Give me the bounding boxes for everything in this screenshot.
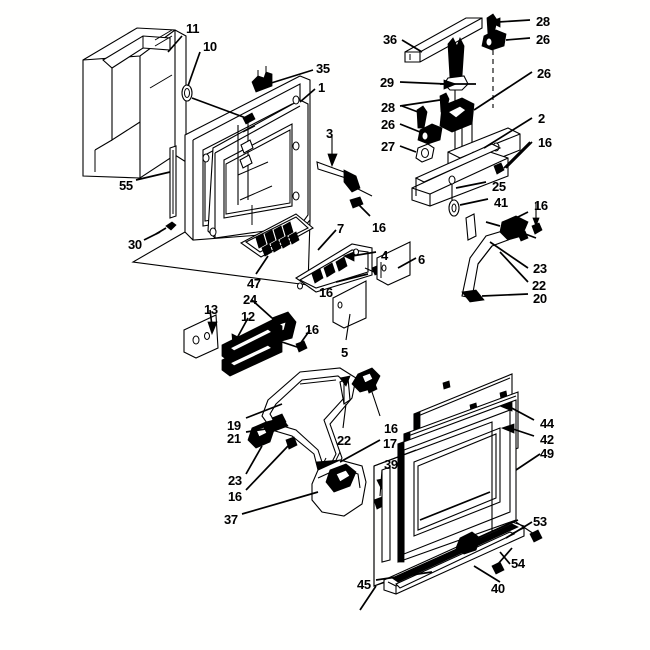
callout-17: 17 <box>383 436 397 451</box>
part-bushing-26-mid <box>417 123 443 145</box>
callout-35: 35 <box>316 61 330 76</box>
part-chute-block <box>439 97 475 166</box>
callout-16: 16 <box>538 135 552 150</box>
callout-49: 49 <box>540 446 554 461</box>
callout-26: 26 <box>536 32 550 47</box>
part-door-frame-outer <box>373 421 493 587</box>
part-plate-5 <box>332 280 367 329</box>
callout-10: 10 <box>203 39 217 54</box>
callout-54: 54 <box>511 556 525 571</box>
part-cup-37 <box>311 451 367 517</box>
callout-25: 25 <box>492 179 506 194</box>
part-track-36 <box>404 17 483 63</box>
callout-16: 16 <box>384 421 398 436</box>
part-liner-box <box>82 27 187 179</box>
part-dispenser-frame <box>184 66 311 241</box>
callout-45: 45 <box>357 577 371 592</box>
callout-23: 23 <box>228 473 242 488</box>
part-door-glass-49 <box>397 399 517 563</box>
part-housing-2 <box>411 127 521 207</box>
callout-22: 22 <box>532 278 546 293</box>
callout-44: 44 <box>540 416 554 431</box>
callout-16: 16 <box>319 285 333 300</box>
part-bracket-19-top <box>351 367 381 393</box>
callout-20: 20 <box>533 291 547 306</box>
part-plate-6 <box>376 241 411 286</box>
callout-30: 30 <box>128 237 142 252</box>
callout-42: 42 <box>540 432 554 447</box>
callout-28: 28 <box>381 100 395 115</box>
leader-25 <box>455 181 487 189</box>
part-gasket-strip <box>169 145 177 219</box>
part-pin-41 <box>448 198 489 217</box>
part-plate-13 <box>183 314 219 359</box>
part-clip-27 <box>415 143 435 163</box>
part-screw-10 <box>181 84 193 102</box>
part-fastener-28-mid <box>416 105 428 129</box>
callout-12: 12 <box>241 309 255 324</box>
callout-19: 19 <box>227 418 241 433</box>
part-screw-16-rightmid <box>531 203 543 235</box>
callout-53: 53 <box>533 514 547 529</box>
callout-40: 40 <box>491 581 505 596</box>
callout-16: 16 <box>534 198 548 213</box>
callout-4: 4 <box>381 248 388 263</box>
part-screw-16-right <box>493 141 531 175</box>
callout-6: 6 <box>418 252 425 267</box>
callout-41: 41 <box>494 195 508 210</box>
callout-24: 24 <box>243 292 257 307</box>
callout-16: 16 <box>305 322 319 337</box>
callout-13: 13 <box>204 302 218 317</box>
part-bracket-53 <box>455 519 543 555</box>
callout-3: 3 <box>326 126 333 141</box>
part-duct-20 <box>461 211 537 303</box>
part-screw-22-hinge <box>339 375 351 405</box>
callout-5: 5 <box>341 345 348 360</box>
callout-1: 1 <box>318 80 325 95</box>
callout-26: 26 <box>381 117 395 132</box>
callout-26: 26 <box>537 66 551 81</box>
callout-55: 55 <box>119 178 133 193</box>
part-rod-3 <box>316 161 373 209</box>
callout-2: 2 <box>538 111 545 126</box>
callout-36: 36 <box>383 32 397 47</box>
part-keypad <box>239 213 314 258</box>
callout-7: 7 <box>337 221 344 236</box>
callout-23: 23 <box>533 261 547 276</box>
part-bracket-12 <box>221 319 283 377</box>
callout-39: 39 <box>384 457 398 472</box>
callout-47: 47 <box>247 276 261 291</box>
callout-11: 11 <box>186 21 200 36</box>
callout-29: 29 <box>380 75 394 90</box>
part-fastener-28-top <box>486 13 498 35</box>
part-trim-rail-40 <box>383 521 525 595</box>
callout-22: 22 <box>337 433 351 448</box>
part-screw-54 <box>491 547 513 575</box>
callout-37: 37 <box>224 512 238 527</box>
callout-28: 28 <box>536 14 550 29</box>
callout-16: 16 <box>228 489 242 504</box>
leader-lines <box>135 17 541 611</box>
callout-27: 27 <box>381 139 395 154</box>
callout-16: 16 <box>372 220 386 235</box>
callout-21: 21 <box>227 431 241 446</box>
